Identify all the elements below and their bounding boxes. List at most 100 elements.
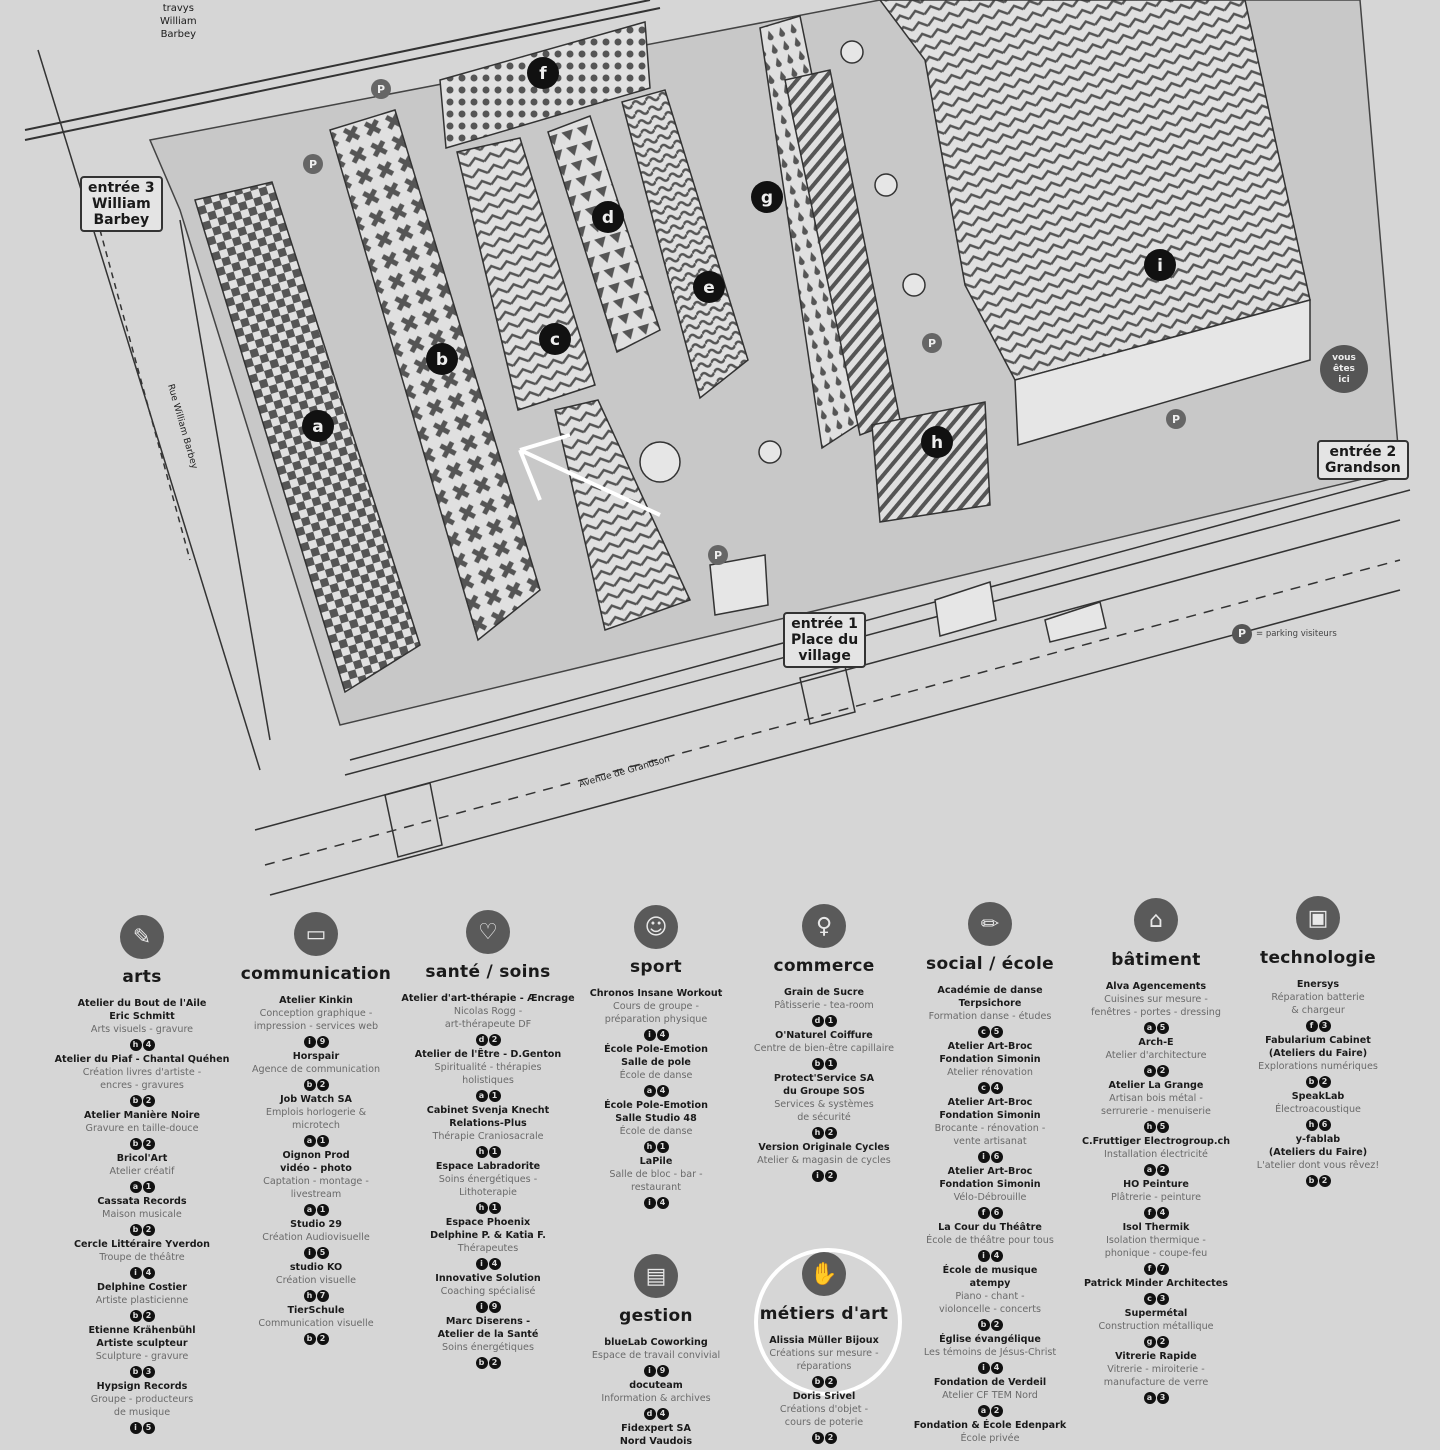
entry-name: Atelier d'art-thérapie - Æncrage — [401, 993, 575, 1004]
building-marker-i[interactable]: i — [1144, 249, 1176, 281]
building-marker-b[interactable]: b — [426, 343, 458, 375]
entry-name: O'Naturel Coiffure — [775, 1030, 873, 1041]
location-code-badge: i — [977, 1250, 990, 1262]
entry-name: Doris Srivel — [792, 1391, 856, 1402]
building-marker-c[interactable]: c — [539, 323, 571, 355]
runner-icon: ☺ — [634, 905, 678, 949]
directory-entry[interactable]: Espace Phoenix Delphine P. & Katia F.Thé… — [393, 1216, 583, 1270]
briefcase-icon: ▤ — [634, 1254, 678, 1298]
building-marker-g[interactable]: g — [751, 181, 783, 213]
entrance-1-label: entrée 1 Place du village — [783, 612, 867, 668]
location-code-badge: i — [643, 1365, 656, 1377]
location-code-badge: i — [977, 1362, 990, 1374]
building-marker-d[interactable]: d — [592, 201, 624, 233]
entry-name: Alva Agencements — [1105, 981, 1207, 992]
entry-name: Vitrerie Rapide — [1115, 1351, 1197, 1362]
entry-name: Fabularium Cabinet (Ateliers du Faire) — [1265, 1035, 1371, 1059]
location-code-badge: 2 — [142, 1310, 155, 1322]
entry-name: Atelier du Piaf - Chantal Quéhen — [54, 1054, 230, 1065]
location-code-badge: 2 — [824, 1432, 837, 1444]
location-code-badge: i — [129, 1267, 142, 1279]
location-code-badge: 7 — [1156, 1263, 1169, 1275]
building-marker-f[interactable]: f — [527, 57, 559, 89]
building-marker-h[interactable]: h — [921, 426, 953, 458]
building-marker-a[interactable]: a — [302, 410, 334, 442]
location-code-badge: i — [303, 1036, 316, 1048]
speech-bubble-icon: ▭ — [294, 912, 338, 956]
entry-name: Patrick Minder Architectes — [1084, 1278, 1228, 1289]
entry-name: docuteam — [629, 1380, 683, 1391]
entry-name: Marc Diserens - Atelier de la Santé — [437, 1316, 539, 1340]
location-code-badge: b — [129, 1224, 142, 1236]
directory-entry[interactable]: y-fablab (Ateliers du Faire)L'atelier do… — [1223, 1133, 1413, 1187]
directory-entry[interactable]: Fabularium Cabinet (Ateliers du Faire)Ex… — [1223, 1034, 1413, 1088]
directory-entry[interactable]: Fidexpert SA Nord Vaudois — [561, 1422, 751, 1448]
location-code-badge: a — [977, 1405, 990, 1417]
category-title: commerce — [773, 956, 875, 976]
building-marker-e[interactable]: e — [693, 271, 725, 303]
location-code-badge: 5 — [990, 1026, 1003, 1038]
